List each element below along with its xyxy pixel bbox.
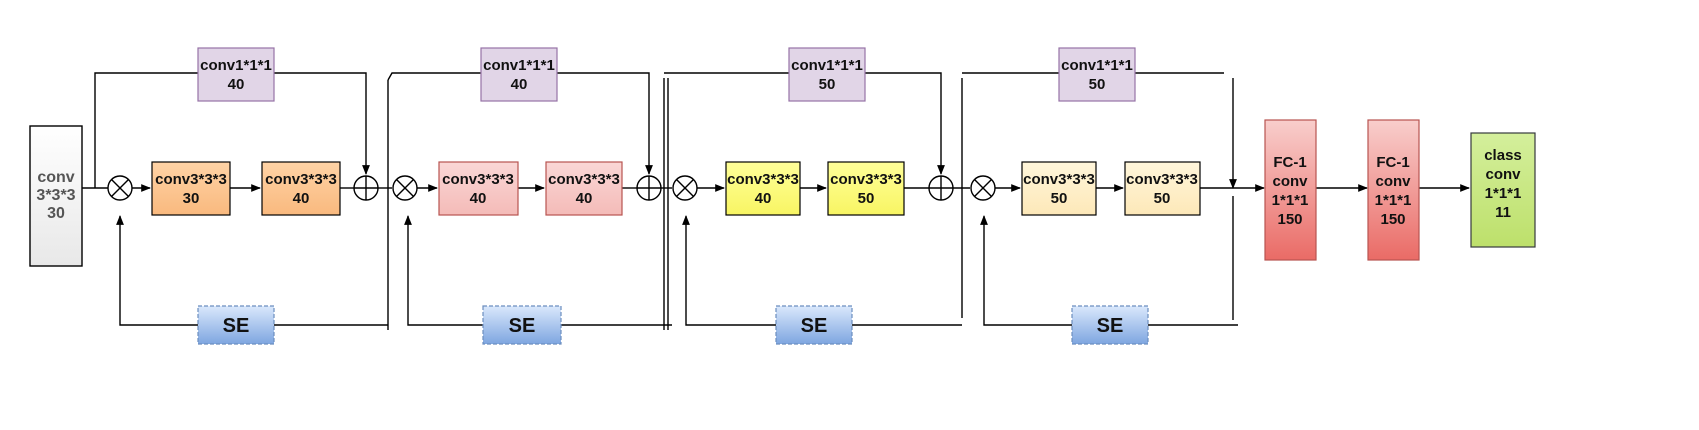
skip-conv-channels: 50	[819, 76, 836, 93]
fc-name: FC-1	[1376, 154, 1409, 171]
fc-block-2: FC-1 conv 1*1*1 150	[1367, 119, 1420, 261]
conv-box	[438, 161, 519, 216]
fc-kernel: 1*1*1	[1272, 192, 1309, 209]
stage-4-conv-b: conv3*3*3 50	[1124, 161, 1201, 216]
stage-4-conv-a: conv3*3*3 50	[1021, 161, 1097, 216]
skip-conv-label: conv1*1*1	[791, 57, 863, 74]
se-label: SE	[223, 315, 250, 337]
skip-conv-block-2: conv1*1*1 40	[480, 47, 558, 102]
multiply-operator-1	[107, 175, 133, 201]
skip-conv-block-4: conv1*1*1 50	[1058, 47, 1136, 102]
add-operator-3	[928, 175, 954, 201]
stage-2-conv-a: conv3*3*3 40	[438, 161, 519, 216]
stage-3-conv-b: conv3*3*3 50	[827, 161, 905, 216]
skip-conv-label: conv1*1*1	[200, 57, 272, 74]
stage-3: conv3*3*3 40 conv3*3*3 50	[725, 161, 905, 216]
conv-label: conv3*3*3	[548, 171, 620, 188]
input-conv-box	[29, 125, 83, 267]
skip-conv-channels: 40	[228, 76, 245, 93]
se-box	[482, 305, 562, 345]
stage-1-conv-b: conv3*3*3 40	[261, 161, 341, 216]
input-conv-kernel: 3*3*3	[36, 187, 75, 204]
skip-conv-label: conv1*1*1	[483, 57, 555, 74]
fc-box	[1264, 119, 1317, 261]
se-block-4: SE	[1071, 305, 1149, 345]
conv-label: conv3*3*3	[830, 171, 902, 188]
se-block-3: SE	[775, 305, 853, 345]
conv-box	[151, 161, 231, 216]
conv-label: conv3*3*3	[1023, 171, 1095, 188]
skip-conv-block-3: conv1*1*1 50	[788, 47, 866, 102]
fc-name: FC-1	[1273, 154, 1306, 171]
multiply-operator-4	[970, 175, 996, 201]
se-label: SE	[1097, 315, 1124, 337]
fc-channels: 150	[1380, 211, 1405, 228]
skip-conv-label: conv1*1*1	[1061, 57, 1133, 74]
input-conv-block: conv 3*3*3 30	[29, 125, 83, 267]
stage-1-conv-a: conv3*3*3 30	[151, 161, 231, 216]
input-conv-label: conv	[37, 169, 74, 186]
conv-box	[1124, 161, 1201, 216]
fc-kernel: 1*1*1	[1375, 192, 1412, 209]
skip-conv-block-1: conv1*1*1 40	[197, 47, 275, 102]
conv-channels: 40	[576, 190, 593, 207]
se-box	[197, 305, 275, 345]
fc-type: conv	[1272, 173, 1308, 190]
class-conv-channels: 11	[1495, 204, 1511, 221]
se-label: SE	[801, 315, 828, 337]
skip-conv-box	[197, 47, 275, 102]
conv-channels: 40	[755, 190, 772, 207]
fc-block-1: FC-1 conv 1*1*1 150	[1264, 119, 1317, 261]
add-operator-1	[353, 175, 379, 201]
conv-box	[545, 161, 623, 216]
conv-box	[261, 161, 341, 216]
stage-3-conv-a: conv3*3*3 40	[725, 161, 801, 216]
add-operators	[353, 175, 954, 201]
conv-label: conv3*3*3	[155, 171, 227, 188]
skip-conv-channels: 40	[511, 76, 528, 93]
se-box	[775, 305, 853, 345]
conv-box	[1021, 161, 1097, 216]
stage-2: conv3*3*3 40 conv3*3*3 40	[438, 161, 623, 216]
conv-channels: 50	[858, 190, 875, 207]
class-conv-box	[1470, 132, 1536, 248]
class-conv-type: conv	[1485, 166, 1521, 183]
conv-channels: 40	[293, 190, 310, 207]
stage-1: conv3*3*3 30 conv3*3*3 40	[151, 161, 341, 216]
se-box	[1071, 305, 1149, 345]
add-operator-2	[636, 175, 662, 201]
conv-channels: 50	[1051, 190, 1068, 207]
stage-4: conv3*3*3 50 conv3*3*3 50	[1021, 161, 1201, 216]
skip-conv-box	[788, 47, 866, 102]
conv-box	[725, 161, 801, 216]
conv-box	[827, 161, 905, 216]
class-conv-block: class conv 1*1*1 11	[1470, 132, 1536, 248]
conv-label: conv3*3*3	[727, 171, 799, 188]
connector-lines	[82, 72, 1470, 330]
multiply-operator-2	[392, 175, 418, 201]
conv-channels: 30	[183, 190, 200, 207]
fc-box	[1367, 119, 1420, 261]
conv-channels: 50	[1154, 190, 1171, 207]
multiply-operator-3	[672, 175, 698, 201]
class-conv-name: class	[1484, 147, 1522, 164]
input-conv-channels: 30	[47, 205, 65, 222]
se-label: SE	[509, 315, 536, 337]
se-block-2: SE	[482, 305, 562, 345]
conv-channels: 40	[470, 190, 487, 207]
skip-conv-box	[1058, 47, 1136, 102]
conv-label: conv3*3*3	[265, 171, 337, 188]
multiply-operators	[107, 175, 996, 201]
conv-label: conv3*3*3	[1126, 171, 1198, 188]
skip-conv-channels: 50	[1089, 76, 1106, 93]
conv-label: conv3*3*3	[442, 171, 514, 188]
fc-channels: 150	[1277, 211, 1302, 228]
skip-conv-box	[480, 47, 558, 102]
class-conv-kernel: 1*1*1	[1485, 185, 1522, 202]
fc-type: conv	[1375, 173, 1411, 190]
stage-2-conv-b: conv3*3*3 40	[545, 161, 623, 216]
se-block-1: SE	[197, 305, 275, 345]
